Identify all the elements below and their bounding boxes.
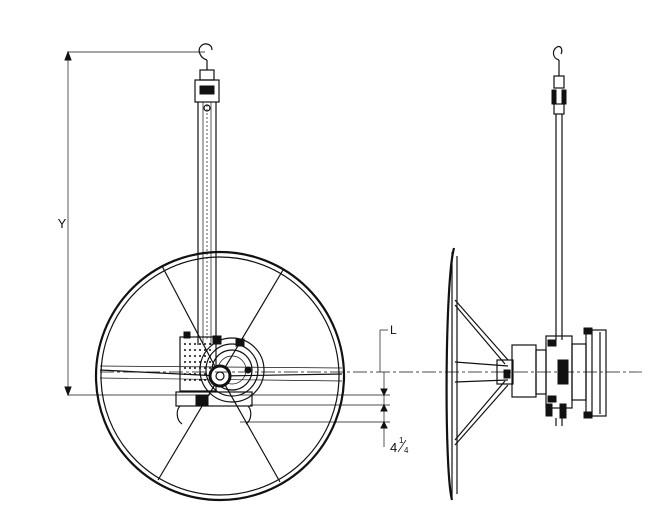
side-view <box>445 45 607 501</box>
dimension-l-label: L <box>390 323 397 337</box>
dimension-y: Y <box>58 50 210 397</box>
hanging-arm <box>194 79 220 345</box>
dimension-y-label: Y <box>58 216 67 231</box>
side-reel-flange <box>445 247 458 501</box>
side-reel-struts <box>454 299 509 446</box>
side-hub-assembly <box>496 327 607 426</box>
dimension-quarter-denominator: 4 <box>404 446 409 455</box>
front-view: Y <box>58 43 409 502</box>
dimension-l: L 4 1 4 <box>240 323 409 455</box>
hub-perforations <box>184 343 211 381</box>
reel-wheel <box>94 250 346 502</box>
dimension-quarter-numerator: 1 <box>399 436 404 445</box>
hub-assembly <box>175 331 265 425</box>
dimension-quarter-whole: 4 <box>390 440 397 455</box>
side-hanger <box>551 45 567 340</box>
hook <box>198 43 215 81</box>
